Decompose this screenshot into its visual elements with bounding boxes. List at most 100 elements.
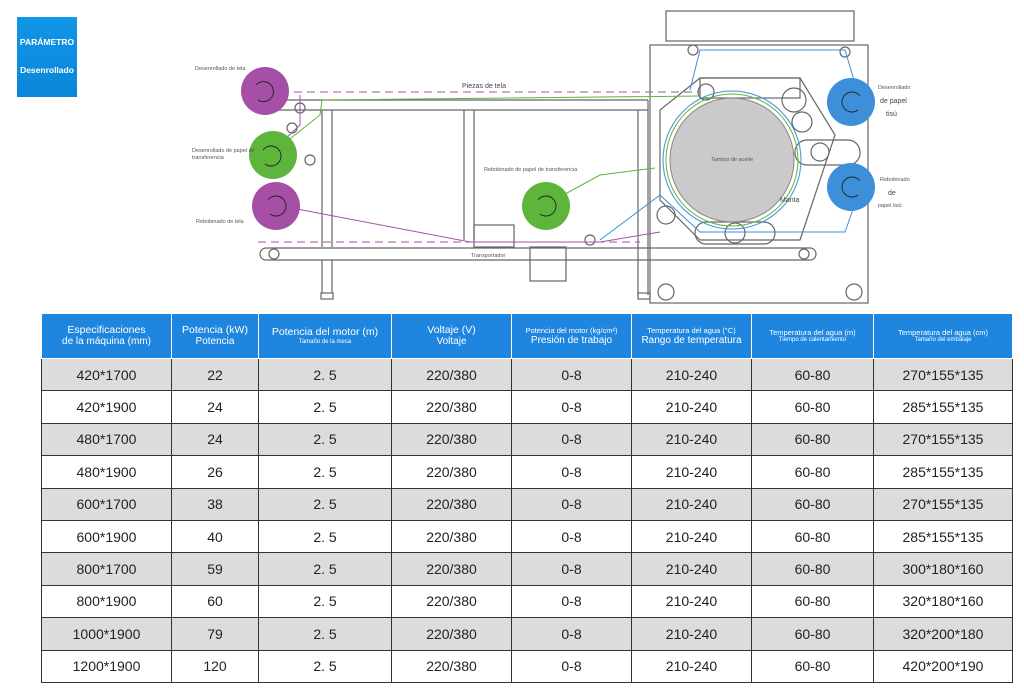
table-cell: 220/380 [391, 617, 512, 651]
table-cell: 210-240 [631, 617, 752, 651]
table-cell: 40 [171, 519, 259, 554]
parameter-badge: PARÁMETRO Desenrollado [17, 17, 77, 97]
badge-title: PARÁMETRO [19, 37, 75, 47]
table-cell: 1200*1900 [41, 649, 172, 683]
column-header-subtitle: Tamaño del embalaje [914, 336, 972, 343]
table-cell: 480*1900 [41, 455, 172, 489]
column-header-subtitle: Tamaño de la mesa [298, 338, 352, 345]
table-cell: 210-240 [631, 519, 752, 554]
table-cell: 210-240 [631, 422, 752, 457]
table-cell: 210-240 [631, 357, 752, 392]
label-conveyor: Transportador [471, 253, 506, 259]
column-header: Temperatura del agua (°C)Rango de temper… [631, 313, 752, 359]
column-header: Potencia (kW)Potencia [171, 313, 259, 359]
table-cell: 0-8 [511, 487, 632, 521]
table-cell: 300*180*160 [873, 552, 1013, 586]
column-header: Voltaje (V)Voltaje [391, 313, 512, 359]
table-cell: 2. 5 [258, 390, 392, 424]
table-cell: 2. 5 [258, 617, 392, 651]
table-cell: 270*155*135 [873, 487, 1013, 521]
table-cell: 2. 5 [258, 357, 392, 392]
column-header: Temperatura del agua (cm)Tamaño del emba… [873, 313, 1013, 359]
column-header: Potencia del motor (m)Tamaño de la mesa [258, 313, 392, 359]
table-cell: 0-8 [511, 357, 632, 392]
table-cell: 60-80 [751, 584, 874, 619]
table-cell: 79 [171, 617, 259, 651]
table-cell: 210-240 [631, 390, 752, 424]
table-cell: 2. 5 [258, 455, 392, 489]
badge-subtitle: Desenrollado [20, 65, 74, 75]
column-header-title: Especificaciones [67, 323, 146, 336]
column-header-title: Temperatura del agua (°C) [647, 325, 736, 335]
table-cell: 0-8 [511, 617, 632, 651]
column-header-subtitle: Presión de trabajo [530, 334, 613, 346]
table-cell: 480*1700 [41, 422, 172, 457]
column-header-title: Temperatura del agua (m) [769, 327, 856, 337]
table-cell: 285*155*135 [873, 390, 1013, 424]
table-cell: 60-80 [751, 357, 874, 392]
column-header-title: Potencia (kW) [182, 323, 248, 336]
table-cell: 60-80 [751, 390, 874, 424]
table-cell: 210-240 [631, 487, 752, 521]
column-header-title: Temperatura del agua (cm) [897, 327, 989, 337]
machine-diagram [241, 10, 875, 304]
table-cell: 270*155*135 [873, 357, 1013, 392]
table-cell: 220/380 [391, 552, 512, 586]
column-header: Potencia del motor (kg/cm²)Presión de tr… [511, 313, 632, 359]
column-header-subtitle: de la máquina (mm) [62, 336, 151, 348]
table-cell: 220/380 [391, 422, 512, 457]
column-header-subtitle: Potencia [195, 336, 235, 348]
table-cell: 0-8 [511, 455, 632, 489]
table-cell: 24 [171, 390, 259, 424]
table-cell: 38 [171, 487, 259, 521]
table-cell: 210-240 [631, 584, 752, 619]
label-oil-drum: Tambor de aceite [711, 157, 754, 163]
table-cell: 220/380 [391, 455, 512, 489]
column-header-title: Voltaje (V) [427, 323, 476, 336]
table-cell: 420*1900 [41, 390, 172, 424]
label-tissue-rewind-3: papel tisú [878, 203, 902, 209]
table-cell: 0-8 [511, 390, 632, 424]
table-cell: 270*155*135 [873, 422, 1013, 457]
table-cell: 210-240 [631, 649, 752, 683]
table-cell: 59 [171, 552, 259, 586]
label-tissue-unwind-2: de papel [880, 98, 907, 105]
column-header-subtitle: Tiempo de calentamiento [778, 336, 847, 343]
table-cell: 220/380 [391, 487, 512, 521]
table-cell: 60-80 [751, 519, 874, 554]
column-header: Temperatura del agua (m)Tiempo de calent… [751, 313, 874, 359]
label-transfer-rewind: Rebobinado de papel de transferencia [484, 167, 578, 173]
table-cell: 2. 5 [258, 487, 392, 521]
table-cell: 220/380 [391, 584, 512, 619]
table-cell: 0-8 [511, 519, 632, 554]
table-cell: 800*1700 [41, 552, 172, 586]
table-cell: 0-8 [511, 649, 632, 683]
column-header-title: Potencia del motor (m) [271, 326, 379, 339]
table-cell: 420*200*190 [873, 649, 1013, 683]
table-cell: 1000*1900 [41, 617, 172, 651]
label-fabric-rewind: Rebobinado de tela [196, 219, 244, 225]
table-cell: 800*1900 [41, 584, 172, 619]
table-cell: 285*155*135 [873, 455, 1013, 489]
table-cell: 26 [171, 455, 259, 489]
table-cell: 320*180*160 [873, 584, 1013, 619]
table-cell: 60-80 [751, 487, 874, 521]
label-blanket: Manta [780, 197, 800, 204]
table-cell: 2. 5 [258, 584, 392, 619]
label-fabric-pieces: Piezas de tela [462, 83, 506, 90]
table-cell: 220/380 [391, 649, 512, 683]
label-tissue-rewind-1: Rebobinado [880, 177, 910, 183]
